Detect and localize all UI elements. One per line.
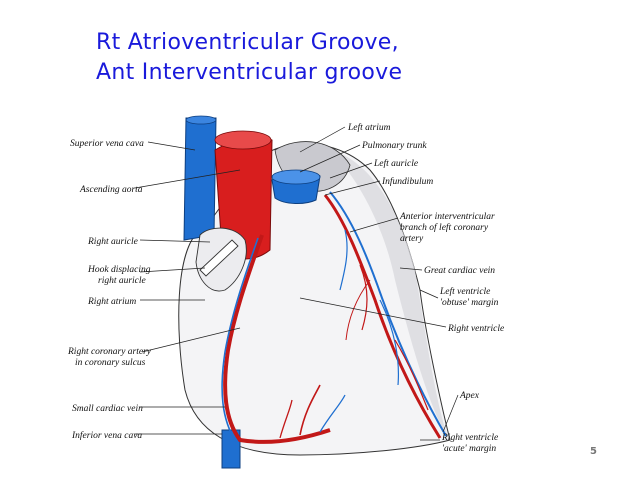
label-hook-line2: right auricle xyxy=(98,276,146,286)
label-great-cardiac-vein: Great cardiac vein xyxy=(424,266,495,276)
label-right-ventricle-2: Right ventricle xyxy=(441,433,498,443)
label-right-coronary-line1: Right coronary artery xyxy=(67,347,152,357)
label-left-ventricle: Left ventricle xyxy=(439,286,490,297)
hook-shape xyxy=(199,239,239,277)
label-small-cardiac-vein: Small cardiac vein xyxy=(72,404,143,414)
label-right-ventricle: Right ventricle xyxy=(447,324,504,334)
label-right-coronary-line2: in coronary sulcus xyxy=(75,358,146,368)
label-anterior-interventricular-line1: Anterior interventricular xyxy=(399,212,495,222)
label-pulmonary-trunk: Pulmonary trunk xyxy=(361,141,427,151)
right-leader-lines xyxy=(299,126,459,441)
label-hook-line1: Hook displacing xyxy=(87,265,151,275)
label-superior-vena-cava: Superior vena cava xyxy=(70,139,144,149)
label-acute-margin: 'acute' margin xyxy=(442,444,496,454)
label-left-atrium: Left atrium xyxy=(347,122,391,133)
heart-shading xyxy=(330,150,448,438)
label-right-atrium: Right atrium xyxy=(87,297,136,307)
label-infundibulum: Infundibulum xyxy=(381,176,433,187)
label-inferior-vena-cava: Inferior vena cava xyxy=(71,430,142,441)
small-cardiac-vein-path xyxy=(221,237,259,443)
label-right-auricle: Right auricle xyxy=(87,237,138,247)
label-anterior-interventricular-line2: branch of left coronary xyxy=(400,222,489,233)
title-line-1: Rt Atrioventricular Groove, xyxy=(96,30,399,55)
label-anterior-interventricular-line3: artery xyxy=(400,234,424,244)
great-cardiac-vein-path xyxy=(329,191,447,437)
slide-title: Rt Atrioventricular Groove, Ant Interven… xyxy=(96,28,616,88)
label-left-auricle: Left auricle xyxy=(373,158,418,169)
page-number: 5 xyxy=(590,446,597,457)
anterior-interventricular-artery xyxy=(323,194,442,439)
label-ascending-aorta: Ascending aorta xyxy=(79,185,143,195)
left-leader-lines xyxy=(134,141,241,435)
right-coronary-artery xyxy=(223,234,331,444)
label-apex: Apex xyxy=(459,391,480,401)
title-line-2: Ant Interventricular groove xyxy=(96,60,403,85)
label-obtuse-margin: 'obtuse' margin xyxy=(440,298,499,308)
